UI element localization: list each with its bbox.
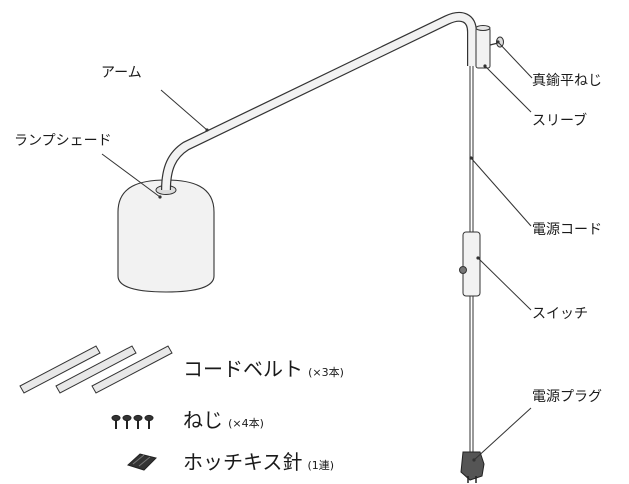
power-plug-label: 電源プラグ <box>532 389 602 405</box>
sleeve-label: スリーブ <box>532 113 588 129</box>
set-screw-label: 真鍮平ねじ <box>532 73 602 89</box>
leader-lines <box>101 40 533 462</box>
sleeve-illustration <box>475 25 491 69</box>
power-cord-illustration <box>469 66 474 452</box>
arm-illustration <box>161 11 477 191</box>
lamp-shade-label: ランプシェード <box>14 133 112 149</box>
cord-belt-illustration <box>19 345 173 394</box>
power-cord-label: 電源コード <box>532 222 602 238</box>
lamp-shade-illustration <box>117 179 215 293</box>
screws-illustration <box>111 414 154 429</box>
cord-belt-name: コードベルト <box>183 357 303 381</box>
staples-label: ホッチキス針 (1連) <box>183 452 334 472</box>
staples-name: ホッチキス針 <box>183 450 303 474</box>
screws-qty: (×4本) <box>228 417 264 430</box>
switch-illustration <box>459 231 481 297</box>
screws-name: ねじ <box>183 408 223 432</box>
staples-qty: (1連) <box>307 459 335 472</box>
staples-illustration <box>127 453 157 471</box>
switch-label: スイッチ <box>532 306 588 322</box>
cord-belt-label: コードベルト (×3本) <box>183 359 344 379</box>
arm-label: アーム <box>101 65 142 81</box>
screws-label: ねじ (×4本) <box>183 410 264 430</box>
cord-belt-qty: (×3本) <box>308 366 344 379</box>
power-plug-illustration <box>460 451 485 483</box>
